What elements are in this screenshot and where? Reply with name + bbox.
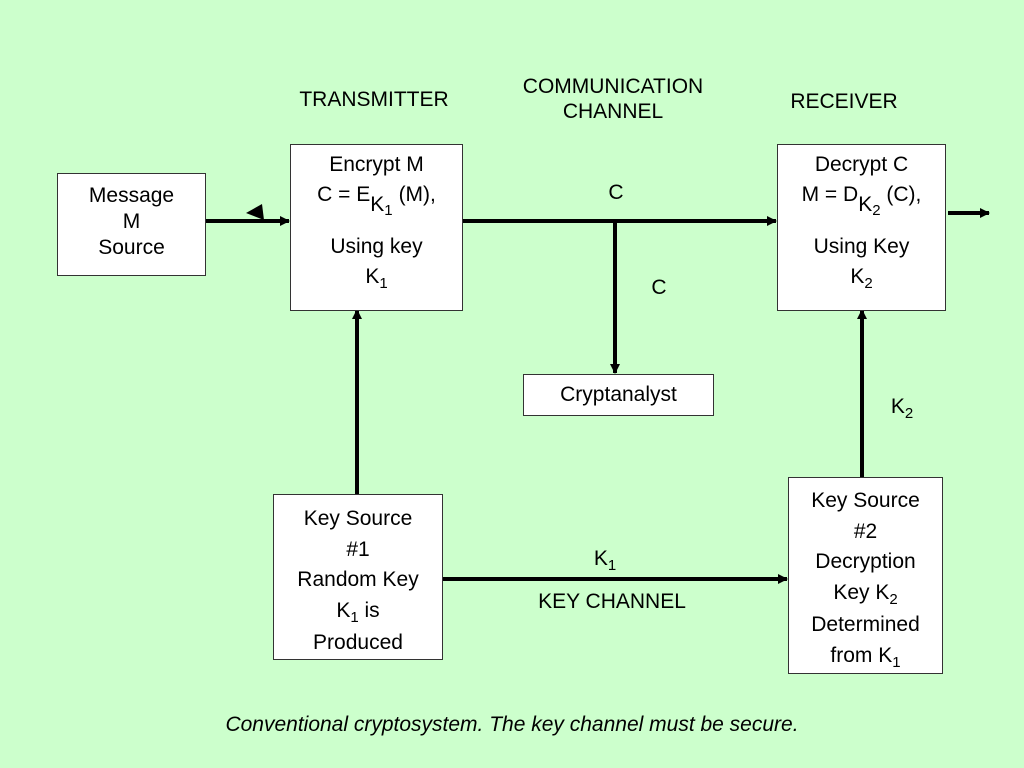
key-source-2-line5: Determined xyxy=(811,613,920,636)
encrypt-key: K1 xyxy=(370,193,393,219)
encrypt-key-sub: 1 xyxy=(384,202,393,219)
message-source-line1: Message xyxy=(88,184,175,207)
key-source-2-line1: Key Source xyxy=(811,489,920,512)
decrypt-formula-prefix: M = D xyxy=(801,183,859,206)
key-source-1-box: Key Source #1 Random Key K1 is Produced xyxy=(273,494,443,660)
decrypt-using-key: K2 xyxy=(778,265,945,292)
key-source-2-line6-text: from K xyxy=(830,643,893,667)
receiver-heading: RECEIVER xyxy=(790,90,898,113)
k2-label-sub: 2 xyxy=(904,405,914,422)
arrow-decoration xyxy=(246,204,264,220)
message-source-line2: M xyxy=(122,210,141,233)
encrypt-formula-suffix: (M), xyxy=(398,183,436,206)
decrypt-using-key-letter: K xyxy=(850,265,865,288)
key-source-1-line5: Produced xyxy=(313,631,403,654)
decrypt-box: Decrypt C M = DK2 (C), Using Key K2 xyxy=(777,144,946,311)
key-source-1-key-suffix: is xyxy=(358,598,380,622)
channel-heading: COMMUNICATION CHANNEL xyxy=(490,74,736,124)
decrypt-key-sub: 2 xyxy=(872,202,881,219)
key-channel-label: KEY CHANNEL xyxy=(538,590,686,613)
key-channel-k1-sub: 1 xyxy=(607,557,617,574)
encrypt-using-key: K1 xyxy=(291,265,462,292)
decrypt-title: Decrypt C xyxy=(814,153,909,176)
encrypt-formula-prefix: C = E xyxy=(317,183,371,206)
key-source-1-line2: #1 xyxy=(346,537,370,561)
decrypt-using: Using Key xyxy=(813,235,910,258)
key-channel-k1-label: K1 xyxy=(583,546,627,574)
decrypt-using-key-sub: 2 xyxy=(864,275,873,292)
key-source-2-line6-sub: 1 xyxy=(892,653,901,671)
channel-label-c-mid: C xyxy=(651,276,667,299)
encrypt-title: Encrypt M xyxy=(329,153,424,176)
channel-heading-line2: CHANNEL xyxy=(562,100,664,123)
decrypt-formula-suffix: (C), xyxy=(880,183,922,206)
key-source-1-line4: K1 is xyxy=(274,596,442,629)
key-source-1-line1: Key Source xyxy=(303,507,413,530)
encrypt-formula: C = EK1(M), xyxy=(291,183,462,219)
decrypt-formula: M = DK2 (C), xyxy=(778,183,945,219)
channel-label-c-top: C xyxy=(608,181,624,204)
key-source-2-line4-sub: 2 xyxy=(889,590,898,608)
key-source-1-key-sub: 1 xyxy=(350,608,359,626)
key-source-2-line3: Decryption xyxy=(815,550,916,573)
key-source-2-line2: #2 xyxy=(853,519,878,543)
decrypt-key-letter: K xyxy=(858,193,873,216)
k2-label-letter: K xyxy=(890,395,905,418)
transmitter-heading: TRANSMITTER xyxy=(299,88,449,111)
encrypt-box: Encrypt M C = EK1(M), Using key K1 xyxy=(290,144,463,311)
key-channel-k1-letter: K xyxy=(593,547,608,570)
message-source-box: Message M Source xyxy=(57,173,206,276)
encrypt-key-letter: K xyxy=(370,193,385,216)
key-source-2-line4-text: Key K xyxy=(833,580,890,604)
message-source-line3: Source xyxy=(98,236,165,259)
decrypt-key: K2 xyxy=(858,193,881,219)
key-source-2-box: Key Source #2 Decryption Key K2 Determin… xyxy=(788,477,943,674)
figure-caption: Conventional cryptosystem. The key chann… xyxy=(225,713,799,736)
encrypt-using-key-sub: 1 xyxy=(379,275,388,292)
channel-heading-line1: COMMUNICATION xyxy=(522,75,704,98)
encrypt-using-key-letter: K xyxy=(365,265,380,288)
key-source-1-line3: Random Key xyxy=(297,568,419,591)
key-source-1-key-letter: K xyxy=(336,598,351,622)
key-source-2-line6: from K1 xyxy=(789,641,942,674)
k2-label: K2 xyxy=(882,394,922,422)
key-source-2-line4: Key K2 xyxy=(789,578,942,611)
cryptanalyst-box: Cryptanalyst xyxy=(523,374,714,416)
encrypt-using: Using key xyxy=(330,235,423,258)
